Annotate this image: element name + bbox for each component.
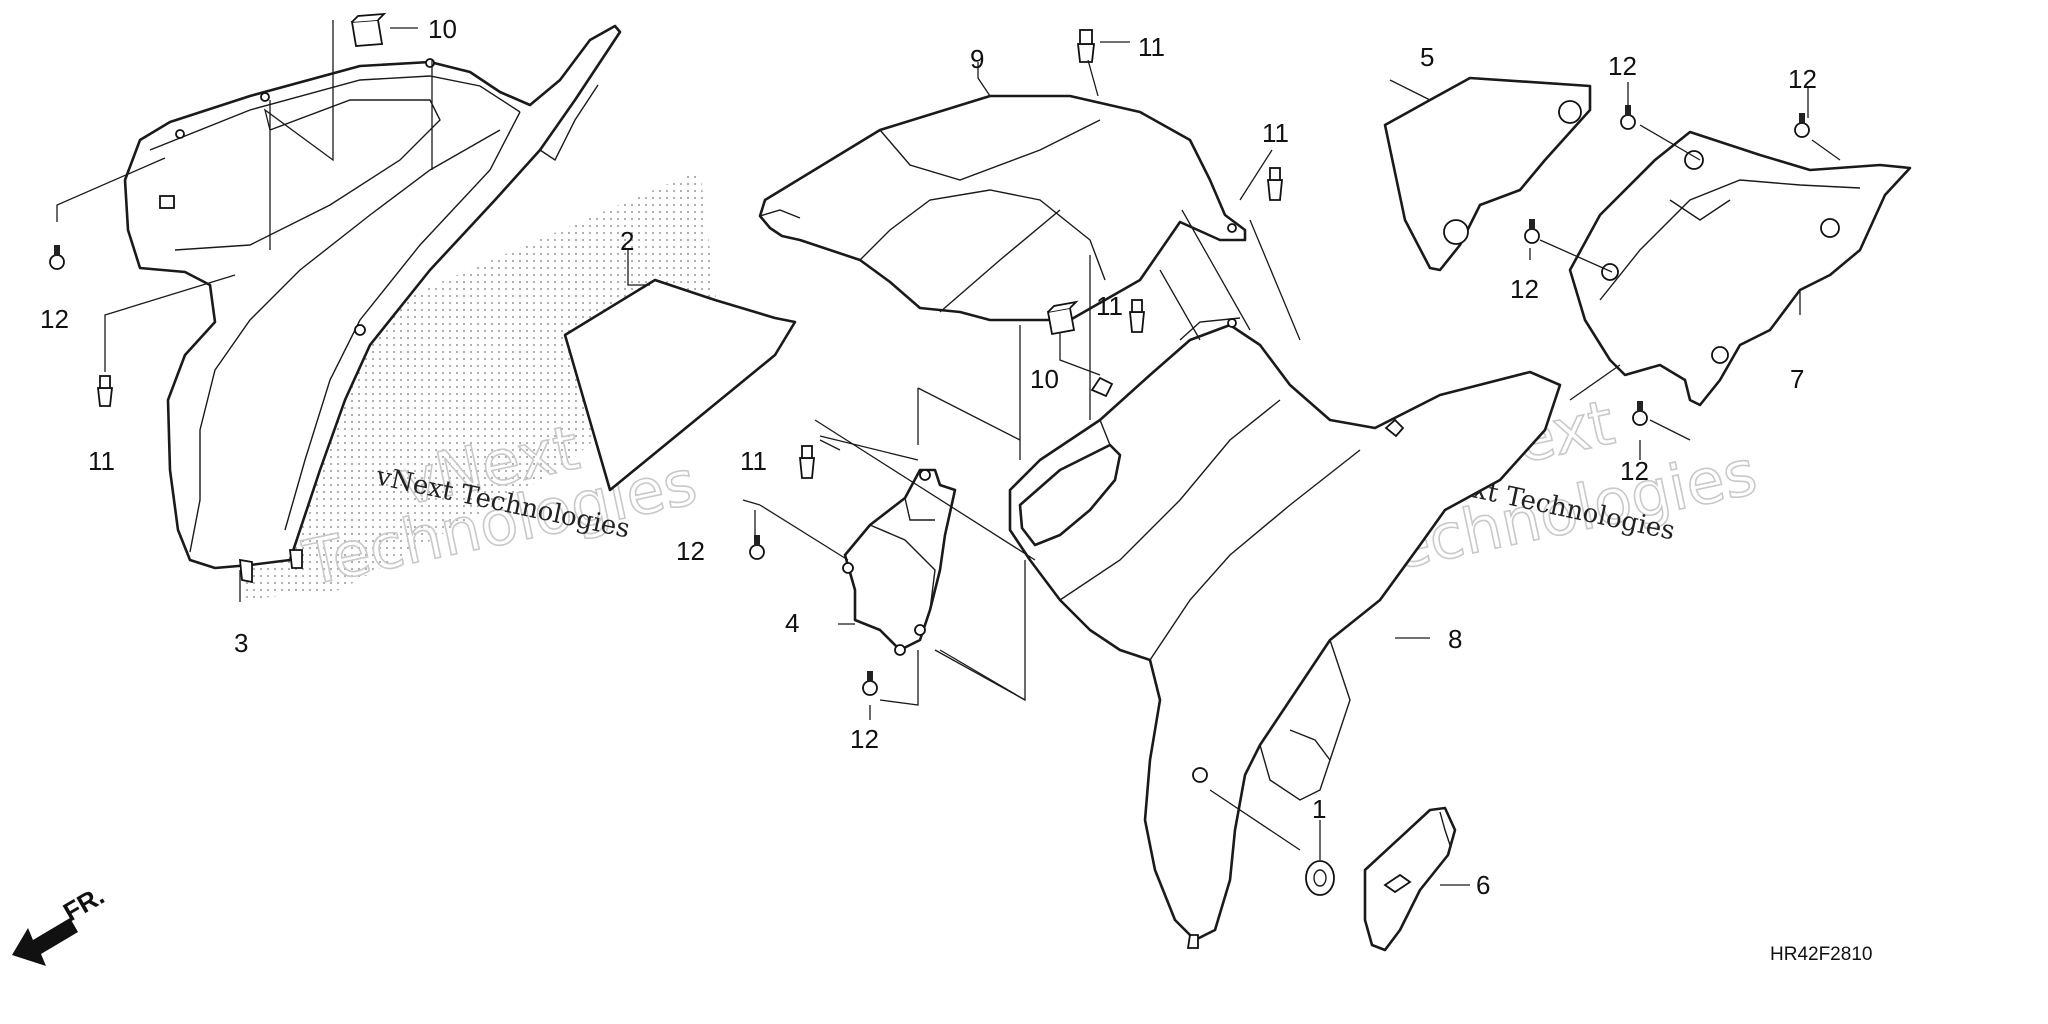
callout-2: 2: [620, 226, 634, 256]
part-2-panel: [563, 278, 797, 492]
part-1-grommet: [1305, 860, 1335, 896]
callout-12-center-left: 12: [676, 536, 705, 566]
rivet-11-left: [96, 375, 114, 407]
rivet-11-upper: [1267, 167, 1283, 201]
callout-12-right-top: 12: [1608, 51, 1637, 81]
part-8-side-cover: [1008, 317, 1562, 949]
screw-12-bracket: [862, 671, 878, 696]
callout-11-center-left: 11: [740, 446, 767, 476]
part-3-left-side-cover: [123, 24, 622, 584]
callout-1: 1: [1312, 794, 1326, 824]
callout-12-right-low: 12: [1620, 456, 1649, 486]
callout-6: 6: [1476, 870, 1490, 900]
part-9-upper-cover: [758, 94, 1247, 322]
callout-7: 7: [1790, 364, 1804, 394]
screw-12-right-mid: [1524, 219, 1540, 244]
callout-11-top: 11: [1138, 32, 1165, 62]
part-10-clip-top: [350, 12, 387, 47]
rivet-11-center-left: [799, 445, 815, 479]
callout-11-left: 11: [88, 446, 115, 476]
callout-11-upper: 11: [1262, 118, 1289, 148]
diagram-code: HR42F2810: [1770, 944, 1872, 965]
leader-lines: [56, 20, 1841, 886]
callout-11-mid: 11: [1096, 291, 1123, 321]
part-6-small-cover: [1363, 806, 1457, 952]
callout-12-right-mid: 12: [1510, 274, 1539, 304]
callout-12-bracket: 12: [850, 724, 879, 754]
part-4-bracket: [842, 468, 957, 656]
callout-4: 4: [785, 608, 799, 638]
part-5-plate: [1383, 76, 1592, 272]
screw-12-right-top: [1620, 105, 1636, 130]
screw-12-right-low: [1632, 401, 1648, 426]
shading-area-left: [240, 170, 720, 600]
callout-8: 8: [1448, 624, 1462, 654]
callout-9: 9: [970, 44, 984, 74]
part-10-clip-center: [1046, 300, 1079, 336]
part-7-right-panel: [1568, 130, 1912, 407]
rivet-11-top: [1076, 29, 1096, 63]
front-arrow-icon: [12, 918, 78, 966]
callout-labels: 10 12 11 3 2 9 11 11 11 10 11 12 4 12 5 …: [40, 14, 1817, 900]
callout-10-center: 10: [1030, 364, 1059, 394]
callout-3: 3: [234, 628, 248, 658]
rivet-11-mid: [1129, 299, 1145, 333]
front-label: FR.: [58, 880, 109, 927]
screw-12-left: [49, 245, 65, 270]
front-direction-indicator: FR.: [12, 880, 109, 966]
screw-12-far-right: [1794, 113, 1810, 138]
callout-10-top: 10: [428, 14, 457, 44]
callout-5: 5: [1420, 42, 1434, 72]
screw-12-center-left: [749, 535, 765, 560]
callout-12-far-right: 12: [1788, 64, 1817, 94]
callout-12-left: 12: [40, 304, 69, 334]
